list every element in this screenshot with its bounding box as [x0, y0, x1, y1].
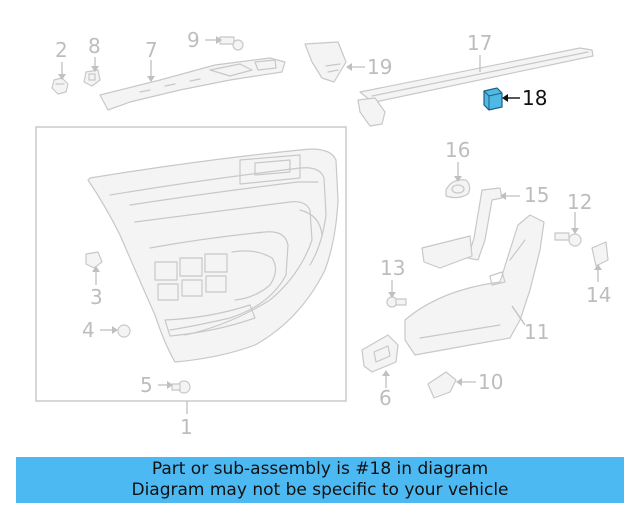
callout-5: 5 [140, 373, 153, 397]
callout-11: 11 [524, 320, 549, 344]
callout-17: 17 [467, 31, 492, 55]
part-14-clip [591, 241, 609, 267]
callout-19: 19 [367, 55, 392, 79]
callout-7: 7 [145, 38, 158, 62]
part-12-screw [554, 232, 582, 247]
callout-18: 18 [522, 86, 547, 110]
info-banner: Part or sub-assembly is #18 in diagram D… [16, 457, 624, 503]
callout-9: 9 [187, 28, 200, 52]
part-2-clip [51, 77, 69, 95]
part-9-screw [219, 36, 244, 51]
callout-16: 16 [445, 138, 470, 162]
part-16-bezel [445, 179, 471, 199]
part-6-bracket [361, 334, 399, 373]
part-4-clip [117, 324, 131, 338]
callout-labels: 1 2 3 4 5 6 7 8 9 10 11 12 13 14 15 16 1… [55, 28, 611, 439]
callout-1: 1 [180, 415, 193, 439]
callout-14: 14 [586, 283, 611, 307]
part-10-pad [427, 371, 457, 399]
part-7-bracket [99, 57, 286, 111]
callout-15: 15 [524, 183, 549, 207]
part-15-bracket [421, 187, 503, 269]
door-panel-frame [35, 126, 347, 402]
callout-12: 12 [567, 190, 592, 214]
part-8-clip [83, 69, 101, 87]
callout-6: 6 [379, 386, 392, 410]
part-17-belt-molding [357, 47, 594, 127]
leader-lines [58, 36, 602, 414]
part-13-screw [386, 296, 407, 308]
banner-line-2: Diagram may not be specific to your vehi… [131, 480, 509, 500]
part-19-mirror-cover [304, 41, 347, 83]
callout-4: 4 [82, 318, 95, 342]
callout-8: 8 [88, 34, 101, 58]
callout-10: 10 [478, 370, 503, 394]
callout-13: 13 [380, 256, 405, 280]
part-3-clip [85, 251, 103, 269]
door-panel-assembly [35, 126, 347, 402]
callout-2: 2 [55, 38, 68, 62]
banner-line-1: Part or sub-assembly is #18 in diagram [151, 459, 489, 479]
part-18-clip [483, 87, 503, 111]
callout-3: 3 [90, 285, 103, 309]
part-11-armrest [404, 214, 545, 356]
part-5-screw [171, 380, 191, 394]
